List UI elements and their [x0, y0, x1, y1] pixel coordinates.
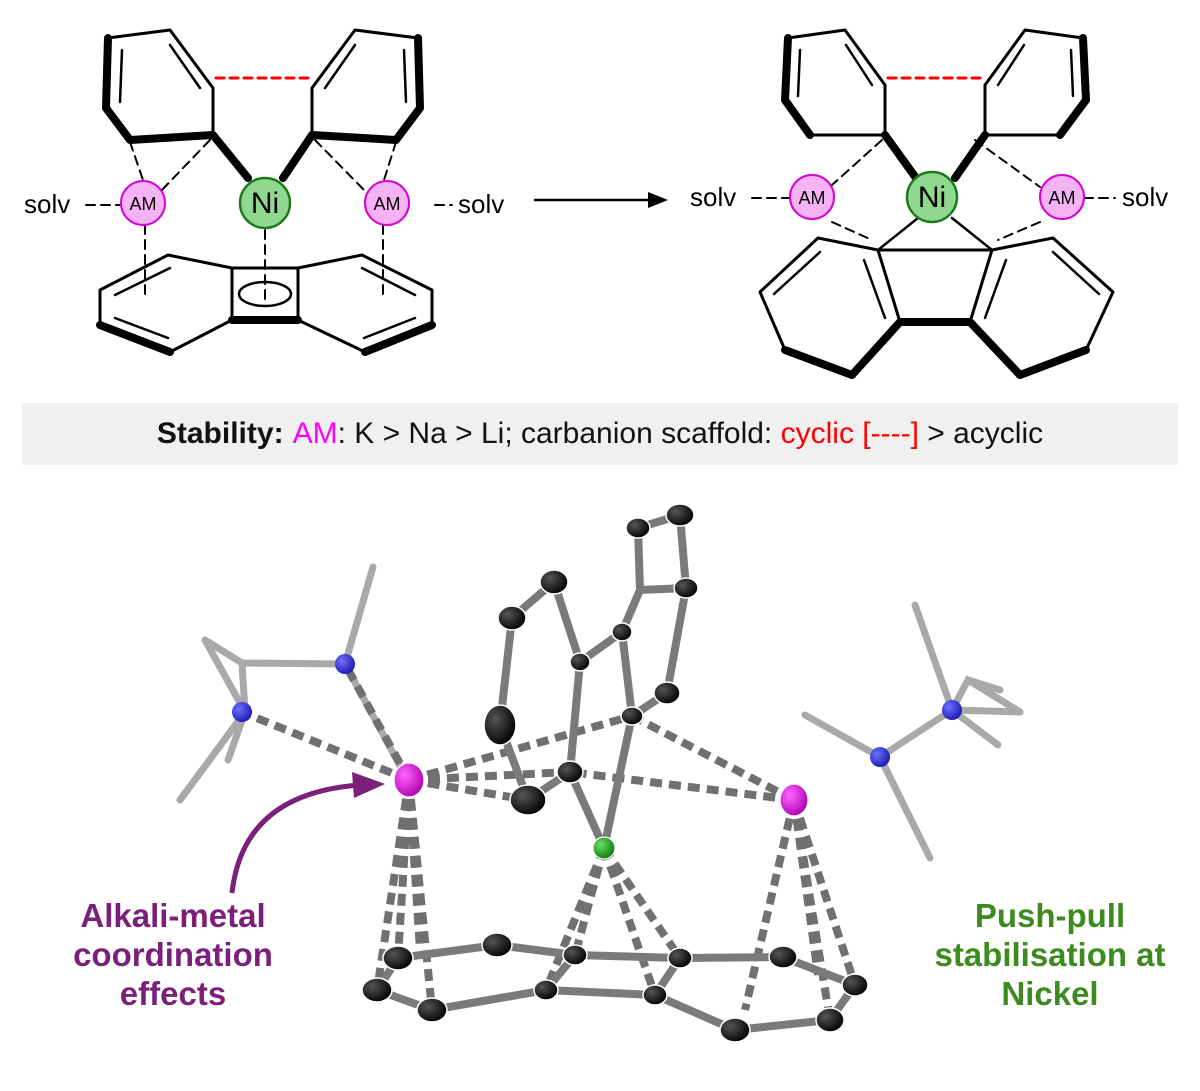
- alkali-callout-line-3: effects: [119, 975, 227, 1012]
- alkali-metal-atom-left: [393, 762, 425, 798]
- left-am-left-label: AM: [130, 194, 157, 214]
- right-solv-right-label: solv: [1122, 182, 1168, 212]
- left-solv-left-label: solv: [24, 189, 70, 219]
- nickel-callout-line-1: Push-pull: [974, 897, 1126, 934]
- left-ni-label: Ni: [251, 187, 279, 220]
- alkali-metal-atom-right: [779, 783, 809, 817]
- carbon-atoms: [361, 503, 869, 1043]
- right-complex: [751, 28, 1116, 379]
- left-am-right-label: AM: [374, 194, 401, 214]
- right-am-right-atom: [1039, 174, 1085, 220]
- solvent-left: [176, 563, 409, 804]
- stability-cyclic: cyclic [----]: [780, 417, 919, 450]
- reaction-scheme: solv AM Ni AM solv solv AM Ni AM solv: [24, 28, 1168, 379]
- alkali-callout-line-2: coordination: [73, 936, 273, 973]
- nickel-atom: [592, 836, 616, 860]
- alkali-callout-line-1: Alkali-metal: [80, 897, 266, 934]
- right-am-right-label: AM: [1049, 188, 1076, 208]
- right-solv-left-label: solv: [690, 182, 736, 212]
- reaction-arrow: [533, 192, 668, 208]
- nickel-callout: Push-pull stabilisation at Nickel: [905, 896, 1195, 1013]
- nickel-callout-line-3: Nickel: [1001, 975, 1099, 1012]
- left-ni-atom: [238, 176, 292, 230]
- left-solv-right-label: solv: [458, 189, 504, 219]
- right-ni-atom: [905, 170, 959, 224]
- right-am-left-label: AM: [799, 188, 826, 208]
- solvent-right: [801, 601, 1024, 862]
- stability-tail: > acyclic: [918, 417, 1044, 450]
- right-am-left-atom: [789, 174, 835, 220]
- nitrogen-atoms: [232, 654, 962, 767]
- left-complex: [85, 28, 453, 356]
- dashed-contacts: [240, 662, 859, 1021]
- stability-am: AM: [292, 417, 338, 450]
- stability-order: : K > Na > Li; carbanion scaffold:: [337, 417, 781, 450]
- alkali-metal-callout: Alkali-metal coordination effects: [28, 896, 318, 1013]
- stability-banner: Stability: AM : K > Na > Li; carbanion s…: [22, 403, 1178, 465]
- left-am-right-atom: [364, 180, 410, 226]
- stability-label: Stability:: [156, 417, 284, 450]
- nickel-callout-line-2: stabilisation at: [934, 936, 1166, 973]
- left-am-left-atom: [120, 180, 166, 226]
- right-ni-label: Ni: [918, 181, 946, 214]
- callout-arrow: [229, 772, 385, 894]
